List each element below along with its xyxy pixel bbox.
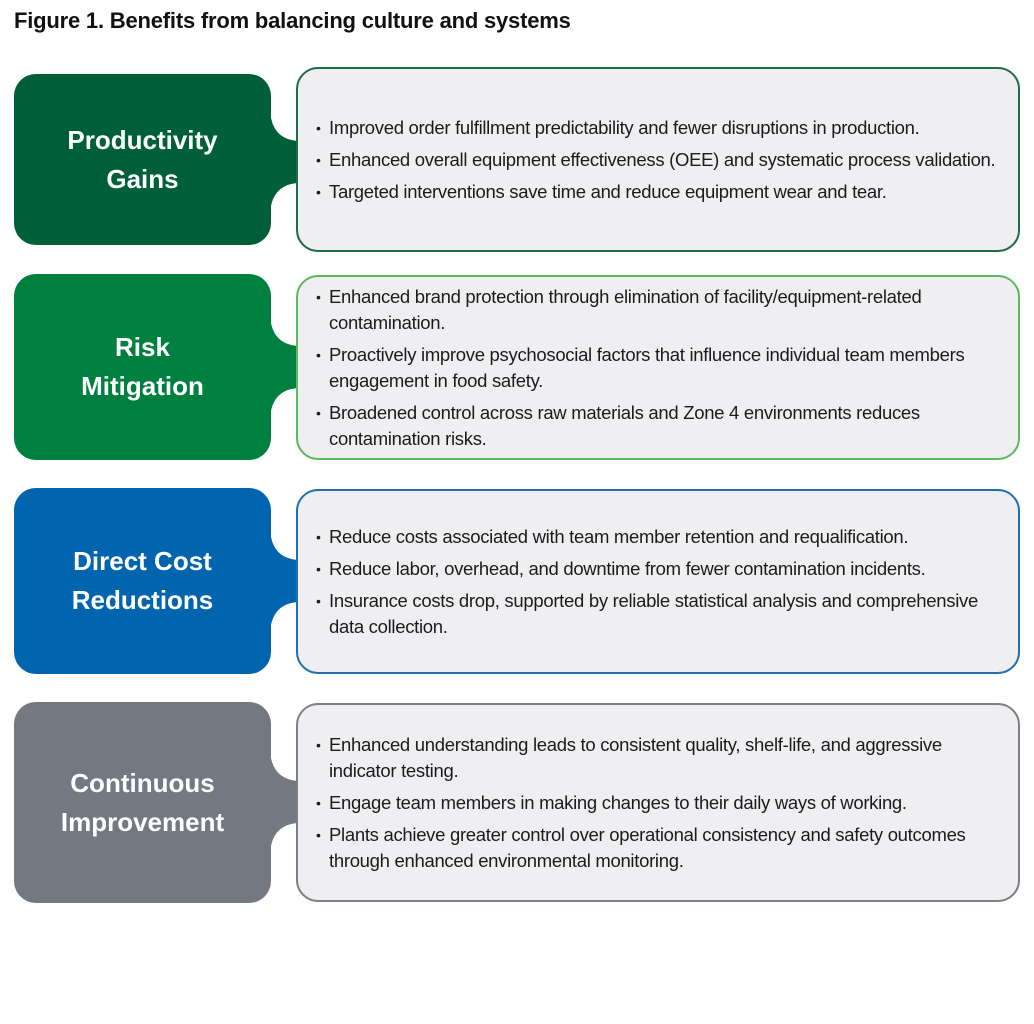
benefit-bullet: Insurance costs drop, supported by relia… [316,588,998,640]
category-label-line-2: Improvement [60,806,225,837]
category-label-line-1: Productivity [67,124,218,155]
benefit-bullet: Proactively improve psychosocial factors… [316,342,998,394]
benefit-box-risk-mitigation: Enhanced brand protection through elimin… [296,275,1020,460]
category-label-line-2: Mitigation [81,371,204,401]
benefit-box-continuous-improvement: Enhanced understanding leads to consiste… [296,703,1020,902]
category-label-line-1: Continuous [70,767,215,798]
connector-shape [268,312,300,422]
benefit-box-productivity-gains: Improved order fulfillment predictabilit… [296,67,1020,252]
benefit-bullet: Improved order fulfillment predictabilit… [316,115,998,141]
benefit-bullet: Plants achieve greater control over oper… [316,822,998,874]
category-label-line-2: Reductions [71,585,214,615]
benefit-bullet: Engage team members in making changes to… [316,790,998,816]
benefit-bullet: Enhanced overall equipment effectiveness… [316,147,998,173]
category-label-line-1: Risk [115,332,170,362]
benefit-bullet: Enhanced understanding leads to consiste… [316,732,998,784]
category-tab-continuous-improvement: Continuous Improvement [14,702,271,903]
figure-title: Figure 1. Benefits from balancing cultur… [14,8,571,33]
benefit-row-risk: Risk Mitigation Enhanced brand protectio… [0,274,1034,460]
category-tab-risk-mitigation: Risk Mitigation [14,274,271,460]
connector-shape [268,526,300,636]
benefit-box-direct-cost-reductions: Reduce costs associated with team member… [296,489,1020,674]
benefit-bullet: Enhanced brand protection through elimin… [316,284,998,336]
benefit-bullet: Targeted interventions save time and red… [316,179,998,205]
category-tab-direct-cost-reductions: Direct Cost Reductions [14,488,271,674]
benefit-row-continuous: Continuous Improvement Enhanced understa… [0,702,1034,903]
category-label-line-2: Gains [106,163,179,194]
category-label-line-1: Direct Cost [73,546,212,576]
benefit-bullet: Broadened control across raw materials a… [316,400,998,452]
connector-shape [268,747,300,857]
category-tab-productivity-gains: Productivity Gains [14,74,271,245]
connector-shape [268,107,300,217]
benefit-row-cost: Direct Cost Reductions Reduce costs asso… [0,488,1034,674]
benefit-bullet: Reduce costs associated with team member… [316,524,998,550]
benefit-bullet: Reduce labor, overhead, and downtime fro… [316,556,998,582]
benefit-row-productivity: Productivity Gains Improved order fulfil… [0,67,1034,252]
